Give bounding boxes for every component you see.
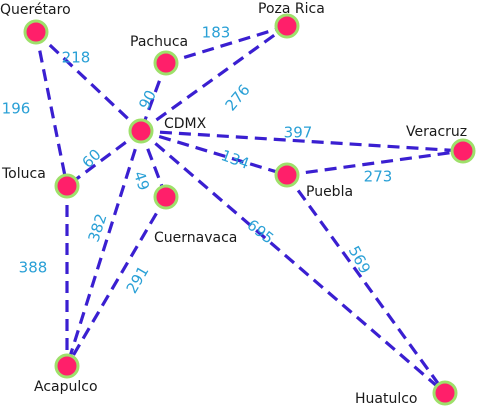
edge-weight-cdmx-puebla: 134 [219,146,252,173]
node-veracruz [450,138,476,164]
edge-cdmx-huatulco [139,129,447,395]
node-pachuca [153,50,179,76]
edges-layer [34,24,464,395]
node-label-pozarica: Poza Rica [258,1,325,17]
node-label-toluca: Toluca [1,166,46,182]
edge-cdmx-pozarica [140,24,288,133]
edge-cdmx-toluca [66,129,142,188]
edge-weight-queretaro-cdmx: 218 [62,49,91,67]
node-queretaro [23,19,49,45]
edge-weight-cdmx-acapulco: 382 [85,211,111,244]
edge-puebla-huatulco [285,174,447,394]
node-label-veracruz: Veracruz [406,124,467,140]
edge-puebla-veracruz [286,149,464,177]
node-label-queretaro: Querétaro [0,2,71,18]
edge-cuernavaca-acapulco [65,196,168,367]
edge-cdmx-puebla [140,129,288,177]
node-label-puebla: Puebla [306,184,353,200]
node-acapulco [54,353,80,379]
edge-queretaro-toluca [34,31,69,187]
edge-weight-cdmx-veracruz: 397 [284,124,313,142]
edge-weight-queretaro-toluca: 196 [2,100,31,118]
edge-weight-cdmx-pozarica: 276 [222,81,254,115]
node-label-pachuca: Pachuca [130,34,188,50]
node-pozarica [274,13,300,39]
node-cuernavaca [153,184,179,210]
edge-pachuca-pozarica [165,24,288,65]
edge-weight-toluca-acapulco: 388 [19,259,48,277]
edge-cdmx-veracruz [140,129,464,153]
nodes-layer [23,13,476,406]
edge-weight-puebla-veracruz: 273 [364,168,393,186]
node-label-acapulco: Acapulco [34,379,98,395]
node-huatulco [432,380,458,406]
node-toluca [54,173,80,199]
node-label-cdmx: CDMX [164,116,207,132]
node-cdmx [128,118,154,144]
node-puebla [274,162,300,188]
edge-cdmx-acapulco [65,130,143,367]
edge-weight-cdmx-cuernavaca: 49 [130,169,153,193]
node-label-huatulco: Huatulco [355,391,418,407]
edge-weight-cdmx-toluca: 60 [79,146,105,172]
edge-weight-pachuca-pozarica: 183 [202,24,231,42]
node-label-cuernavaca: Cuernavaca [154,230,237,246]
edge-weight-cuernavaca-acapulco: 291 [123,263,153,297]
edge-queretaro-cdmx [34,30,143,133]
